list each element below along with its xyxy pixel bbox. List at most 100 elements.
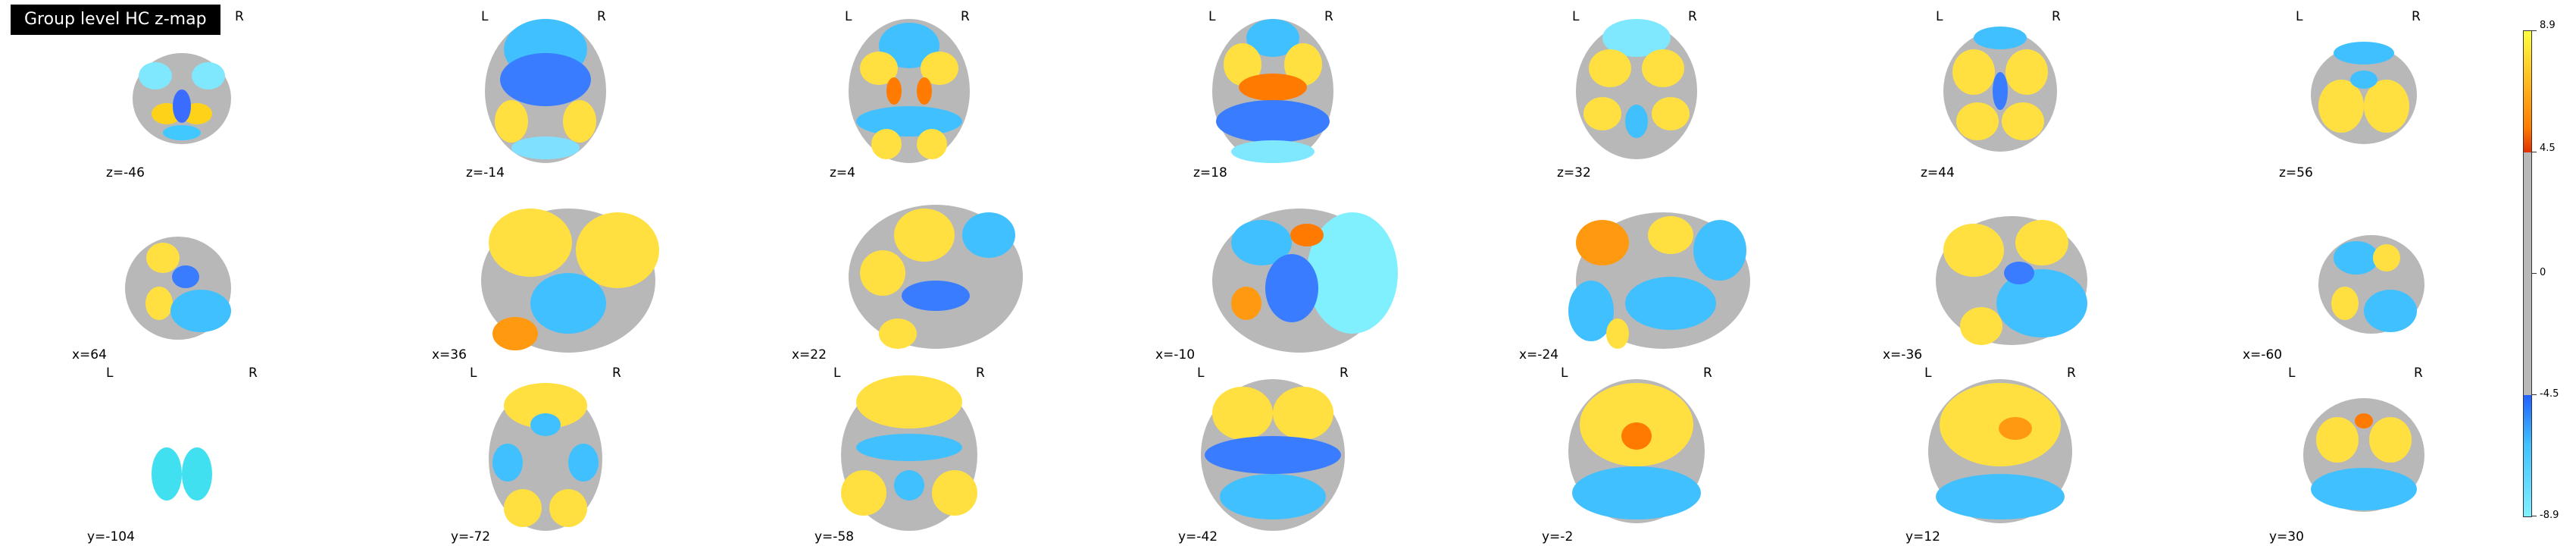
brain-slice: x=22 [792,190,1159,372]
cut-label: z=44 [1921,165,1955,180]
cut-label: x=22 [792,347,827,362]
brain-slice: L R z=44 [1909,8,2277,190]
cut-label: x=36 [432,347,467,362]
brain-slice: L R y=-42 [1174,364,1542,546]
orientation-right: R [597,9,606,24]
orientation-right: R [2067,366,2076,381]
brain-slice-image [489,383,602,531]
orientation-right: R [1688,9,1697,24]
cut-label: z=4 [830,165,855,180]
brain-slice: x=-10 [1155,190,1523,372]
orientation-left: L [1924,366,1932,381]
brain-slice-image [2318,235,2424,334]
cut-label: y=12 [1905,529,1940,544]
brain-slice: L R y=-72 [447,364,814,546]
brain-slice-image [1201,379,1345,531]
brain-slice: L R y=-104 [83,364,451,546]
brain-slice: L R y=12 [1902,364,2269,546]
brain-slice: x=-24 [1519,190,1887,372]
tick-mark [2531,394,2537,395]
brain-slice-image [2311,42,2417,144]
cut-label: x=-36 [1883,347,1923,362]
brain-slice: x=-36 [1883,190,2250,372]
colorbar [2523,30,2532,517]
colorbar-tick-label: -4.5 [2540,388,2559,400]
brain-slice-image [1212,19,1333,163]
brain-slice: L R z=32 [1546,8,1913,190]
orientation-right: R [612,366,621,381]
cut-label: y=-58 [814,529,855,544]
brain-slice: L R z=-14 [455,8,822,190]
brain-slice-image [841,375,977,531]
orientation-left: L [1936,9,1943,24]
orientation-right: R [2414,366,2423,381]
cut-label: y=-42 [1178,529,1218,544]
orientation-left: L [470,366,477,381]
brain-slice-image [2303,398,2424,512]
cut-label: x=64 [72,347,107,362]
cut-label: z=18 [1193,165,1227,180]
brain-slice-image [1568,379,1705,523]
brain-slice: L R y=-2 [1538,364,1905,546]
orientation-right: R [1703,366,1712,381]
orientation-right: R [235,9,244,24]
cut-label: z=56 [2279,165,2313,180]
brain-slice-image [1936,216,2087,345]
cut-label: y=-72 [451,529,491,544]
brain-slice-image [485,19,606,163]
brain-slice: L R y=30 [2265,364,2576,546]
tick-mark [2531,30,2537,31]
orientation-right: R [2412,9,2421,24]
cut-label: x=-24 [1519,347,1559,362]
orientation-right: R [976,366,985,381]
orientation-right: R [2052,9,2061,24]
orientation-right: R [1340,366,1349,381]
orientation-left: L [481,9,489,24]
orientation-left: L [2296,9,2303,24]
brain-slice-image [849,19,970,163]
orientation-left: L [106,366,114,381]
brain-slice-image [1576,19,1697,159]
brain-slice-image [1568,212,1750,349]
orientation-left: L [1208,9,1216,24]
brain-slice-image [152,447,212,500]
orientation-left: L [1561,366,1568,381]
brain-slice: x=-60 [2243,190,2576,372]
brain-slice: R z=-46 [91,8,458,190]
brain-slice: L R z=4 [818,8,1186,190]
brain-slice-image [481,209,659,353]
colorbar-tick-label: -8.9 [2540,510,2559,521]
orientation-right: R [961,9,970,24]
brain-slice-image [1928,379,2072,523]
orientation-right: R [249,366,258,381]
cut-label: x=-60 [2243,347,2283,362]
colorbar-tick-label: 4.5 [2540,143,2556,154]
tick-mark [2531,273,2537,274]
orientation-left: L [2288,366,2296,381]
brain-slice-image [1212,209,1398,353]
cut-label: z=32 [1557,165,1591,180]
brain-slice: x=36 [432,190,799,372]
brain-slice-image [125,237,231,340]
cut-label: x=-10 [1155,347,1196,362]
brain-slice: L R y=-58 [811,364,1178,546]
cut-label: y=30 [2269,529,2304,544]
colorbar-tick-label: 8.9 [2540,20,2556,31]
brain-slice-image [1943,27,2057,152]
orientation-right: R [1324,9,1333,24]
brain-slice: L R z=56 [2273,8,2576,190]
brain-slice-image [133,53,231,144]
cut-label: y=-104 [87,529,135,544]
cut-label: y=-2 [1542,529,1574,544]
colorbar-tick-label: 0 [2540,267,2546,278]
figure-title: Group level HC z-map [11,5,220,35]
orientation-left: L [845,9,852,24]
brain-slice-image [849,205,1023,349]
cut-label: z=-14 [466,165,505,180]
brain-slice: x=64 [72,190,439,372]
orientation-left: L [1197,366,1205,381]
orientation-left: L [833,366,841,381]
orientation-left: L [1572,9,1580,24]
brain-slice: L R z=18 [1182,8,1549,190]
cut-label: z=-46 [106,165,145,180]
